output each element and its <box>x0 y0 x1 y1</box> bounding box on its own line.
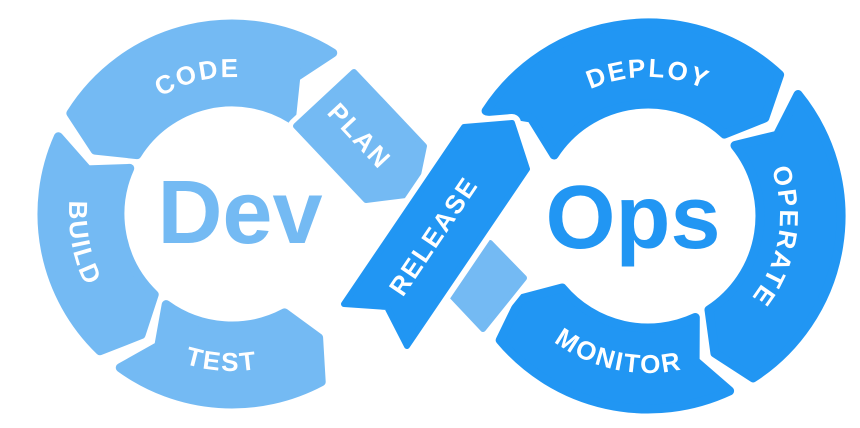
stage-segment-test <box>115 300 326 409</box>
stage-segment-plan <box>293 69 427 203</box>
loop-segments <box>37 18 846 414</box>
stage-segment-build <box>37 132 159 356</box>
ops-label: Ops <box>545 168 720 268</box>
stage-segment-release <box>341 120 530 349</box>
stage-segment-monitor <box>495 283 735 414</box>
stage-label-test: TEST <box>183 341 259 377</box>
stage-segment-code <box>66 19 338 160</box>
stage-segment-deploy <box>481 18 785 160</box>
dev-label: Dev <box>157 163 322 263</box>
return-arrow <box>447 240 527 332</box>
stage-segment-operate <box>704 90 846 383</box>
